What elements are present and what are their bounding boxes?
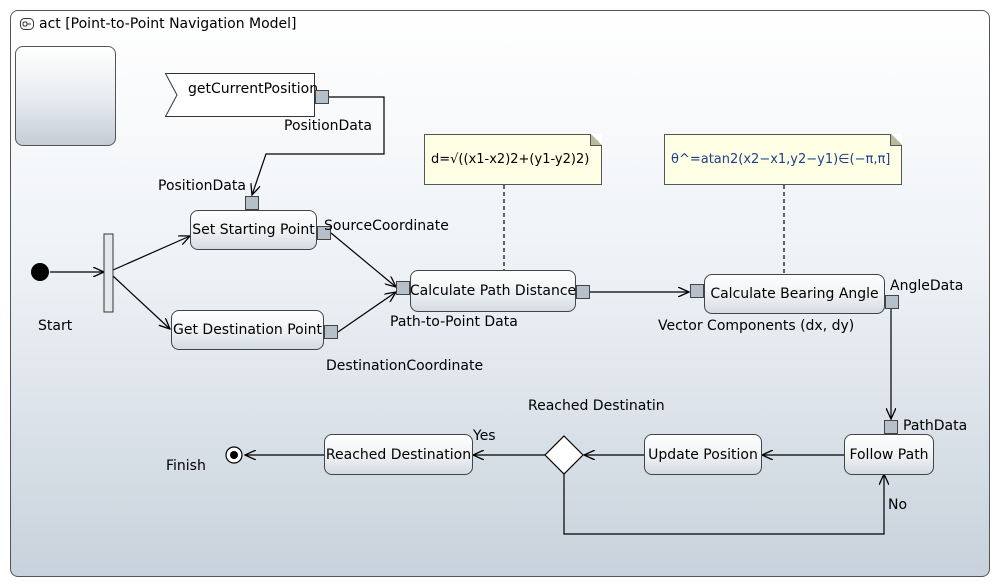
action-follow-path[interactable]: Follow Path (844, 434, 934, 475)
initial-node (31, 263, 49, 281)
note-bearing-formula: θ^=atan2(x2−x1,y2−y1)∈(−π,π] (664, 134, 902, 185)
label-yes: Yes (473, 428, 496, 444)
label-decision: Reached Destinatin (528, 398, 665, 414)
label-source-coordinate: SourceCoordinate (324, 218, 449, 234)
decision-node (544, 435, 584, 475)
label-path-data: PathData (903, 418, 968, 434)
pin-vector-components[interactable] (690, 284, 704, 298)
fork-bar (103, 233, 114, 313)
action-reached-destination[interactable]: Reached Destination (324, 434, 473, 475)
flow-dest-calc (337, 292, 396, 333)
action-get-destination-point[interactable]: Get Destination Point (171, 310, 324, 350)
label-destination-coordinate: DestinationCoordinate (326, 358, 484, 374)
label-start: Start (38, 318, 73, 334)
action-calculate-path-distance[interactable]: Calculate Path Distance (410, 270, 576, 312)
pin-destination-coordinate[interactable] (324, 325, 338, 339)
note-bearing-text: θ^=atan2(x2−x1,y2−y1)∈(−π,π] (671, 152, 891, 167)
signal-shape[interactable] (165, 73, 315, 117)
label-angle-data: AngleData (890, 278, 964, 294)
action-calculate-bearing-angle[interactable]: Calculate Bearing Angle (704, 274, 885, 314)
label-finish: Finish (166, 458, 206, 474)
pin-distance-out[interactable] (576, 285, 590, 299)
label-no: No (888, 497, 908, 513)
flow-source-calc (330, 232, 396, 287)
note-distance-formula: d=√((x1-x2)2+(y1-y2)2) (424, 134, 602, 185)
pin-position-data-out[interactable] (315, 90, 329, 104)
empty-partition-box[interactable] (15, 46, 116, 146)
action-set-starting-point[interactable]: Set Starting Point (190, 210, 317, 250)
signal-label: getCurrentPosition (188, 81, 319, 97)
pin-path-to-point-data[interactable] (396, 281, 410, 295)
pin-source-coordinate[interactable] (317, 226, 331, 240)
label-path-to-point-data: Path-to-Point Data (390, 314, 518, 330)
label-position-data-in: PositionData (158, 178, 246, 194)
pin-angle-data[interactable] (885, 295, 899, 309)
activity-diagram-icon (20, 18, 34, 30)
label-vector-components: Vector Components (dx, dy) (658, 318, 855, 334)
frame-title: act [Point-to-Point Navigation Model] (39, 16, 297, 32)
pin-path-data[interactable] (884, 420, 898, 434)
pin-position-data-in[interactable] (245, 196, 259, 210)
flow-fork-get-dest (112, 275, 170, 329)
label-position-data-out: PositionData (284, 118, 372, 134)
flow-no-loop (563, 474, 884, 535)
flow-fork-set-start (112, 236, 190, 271)
flow-position-data (252, 96, 385, 195)
action-update-position[interactable]: Update Position (644, 434, 762, 475)
final-node-inner (230, 451, 238, 459)
note-distance-text: d=√((x1-x2)2+(y1-y2)2) (431, 152, 590, 167)
